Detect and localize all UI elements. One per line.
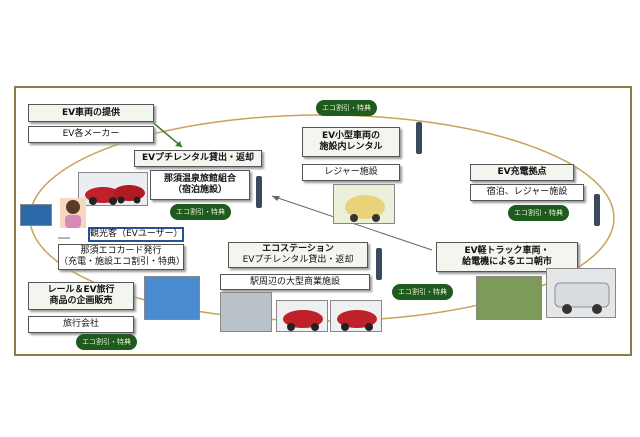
charge-head-label: EV充電拠点 bbox=[497, 167, 547, 177]
eco-badge-travel: エコ割引・特典 bbox=[76, 334, 137, 350]
small-ev-icon bbox=[345, 195, 385, 222]
rental-head-label: EVプチレンタル貸出・返却 bbox=[141, 153, 255, 163]
ev-truck-photo bbox=[546, 268, 616, 318]
station-mall-label: 駅周辺の大型商業施設 bbox=[249, 276, 340, 287]
rail-ev-label-2: 商品の企画販売 bbox=[49, 296, 113, 306]
small-ev-photo bbox=[333, 184, 395, 224]
arrowhead-supply bbox=[175, 141, 182, 147]
truck-label-2: 給電機によるエコ朝市 bbox=[462, 257, 552, 267]
ev-supply-label: EV車両の提供 bbox=[61, 107, 121, 118]
rail-ev-label-1: レール＆EV旅行 bbox=[47, 285, 115, 295]
eco-badge-station: エコ割引・特典 bbox=[392, 284, 453, 300]
charge-head-box: EV充電拠点 bbox=[470, 164, 574, 181]
onsen-label-2: （宿泊施設） bbox=[172, 185, 227, 195]
ev-charger-icon bbox=[594, 194, 600, 226]
tourist-avatar-icon bbox=[60, 198, 86, 228]
truck-box: EV軽トラック車両・ 給電機によるエコ朝市 bbox=[436, 242, 578, 272]
ev-truck-icon bbox=[554, 282, 610, 314]
ev-makers-label: EV各メーカー bbox=[62, 129, 120, 139]
ev-makers-box: EV各メーカー bbox=[28, 126, 154, 143]
eco-badge-label: エコ割引・特典 bbox=[176, 208, 225, 216]
travel-agency-label: 旅行会社 bbox=[62, 319, 99, 329]
tourist-box: 観光客（EVユーザー） bbox=[88, 227, 184, 242]
red-ev-icon bbox=[337, 310, 377, 331]
market-photo bbox=[476, 276, 542, 320]
truck-label-1: EV軽トラック車両・ bbox=[464, 246, 550, 256]
eco-station-sub-label: EVプチレンタル貸出・返却 bbox=[242, 255, 354, 265]
station-ev-photo-2 bbox=[330, 300, 382, 332]
travel-agency-box: 旅行会社 bbox=[28, 316, 134, 333]
red-ev-icon bbox=[283, 310, 323, 331]
rail-ev-box: レール＆EV旅行 商品の企画販売 bbox=[28, 282, 134, 310]
eco-badge-charge: エコ割引・特典 bbox=[508, 205, 569, 221]
station-photo bbox=[220, 292, 272, 332]
small-ev-label-1: EV小型車両の bbox=[321, 131, 381, 141]
onsen-ev-photo bbox=[78, 172, 148, 206]
eco-station-box: エコステーション EVプチレンタル貸出・返却 bbox=[228, 242, 368, 268]
eco-badge-label: エコ割引・特典 bbox=[514, 209, 563, 217]
rental-head-box: EVプチレンタル貸出・返却 bbox=[134, 150, 262, 167]
small-ev-label-2: 施設内レンタル bbox=[319, 142, 383, 152]
ev-charger-icon bbox=[416, 122, 422, 154]
eco-station-label: エコステーション bbox=[262, 244, 334, 254]
eco-badge-label: エコ割引・特典 bbox=[82, 338, 131, 346]
eco-badge-label: エコ割引・特典 bbox=[398, 288, 447, 296]
ev-charger-icon bbox=[376, 248, 382, 280]
charge-sub-label: 宿泊、レジャー施設 bbox=[486, 187, 568, 197]
eco-badge-leisure: エコ割引・特典 bbox=[316, 100, 377, 116]
ecocard-label-2: （充電・施設エコ割引・特典） bbox=[59, 257, 186, 267]
onsen-box: 那須温泉旅館組合 （宿泊施設） bbox=[150, 170, 250, 200]
leisure-label: レジャー施設 bbox=[324, 167, 378, 177]
onsen-label-1: 那須温泉旅館組合 bbox=[163, 174, 236, 184]
ecocard-box: 那須エコカード発行 （充電・施設エコ割引・特典） bbox=[58, 244, 186, 270]
arrowhead-onsen bbox=[272, 196, 280, 201]
red-ev-icon bbox=[85, 185, 145, 205]
charge-sub-box: 宿泊、レジャー施設 bbox=[470, 184, 584, 201]
ecocard-icon bbox=[20, 204, 52, 226]
ev-charger-icon bbox=[256, 176, 262, 208]
small-ev-box: EV小型車両の 施設内レンタル bbox=[302, 127, 400, 157]
eco-badge-label: エコ割引・特典 bbox=[322, 104, 371, 112]
ecocard-label-1: 那須エコカード発行 bbox=[80, 246, 162, 256]
ev-supply-box: EV車両の提供 bbox=[28, 104, 154, 122]
travel-brochure-photo bbox=[144, 276, 200, 320]
arrow-supply-to-rental bbox=[149, 119, 183, 148]
eco-badge-onsen: エコ割引・特典 bbox=[170, 204, 231, 220]
station-mall-box: 駅周辺の大型商業施設 bbox=[220, 274, 370, 290]
tourist-label: 観光客（EVユーザー） bbox=[90, 229, 183, 239]
station-ev-photo-1 bbox=[276, 300, 328, 332]
leisure-box: レジャー施設 bbox=[302, 164, 400, 181]
